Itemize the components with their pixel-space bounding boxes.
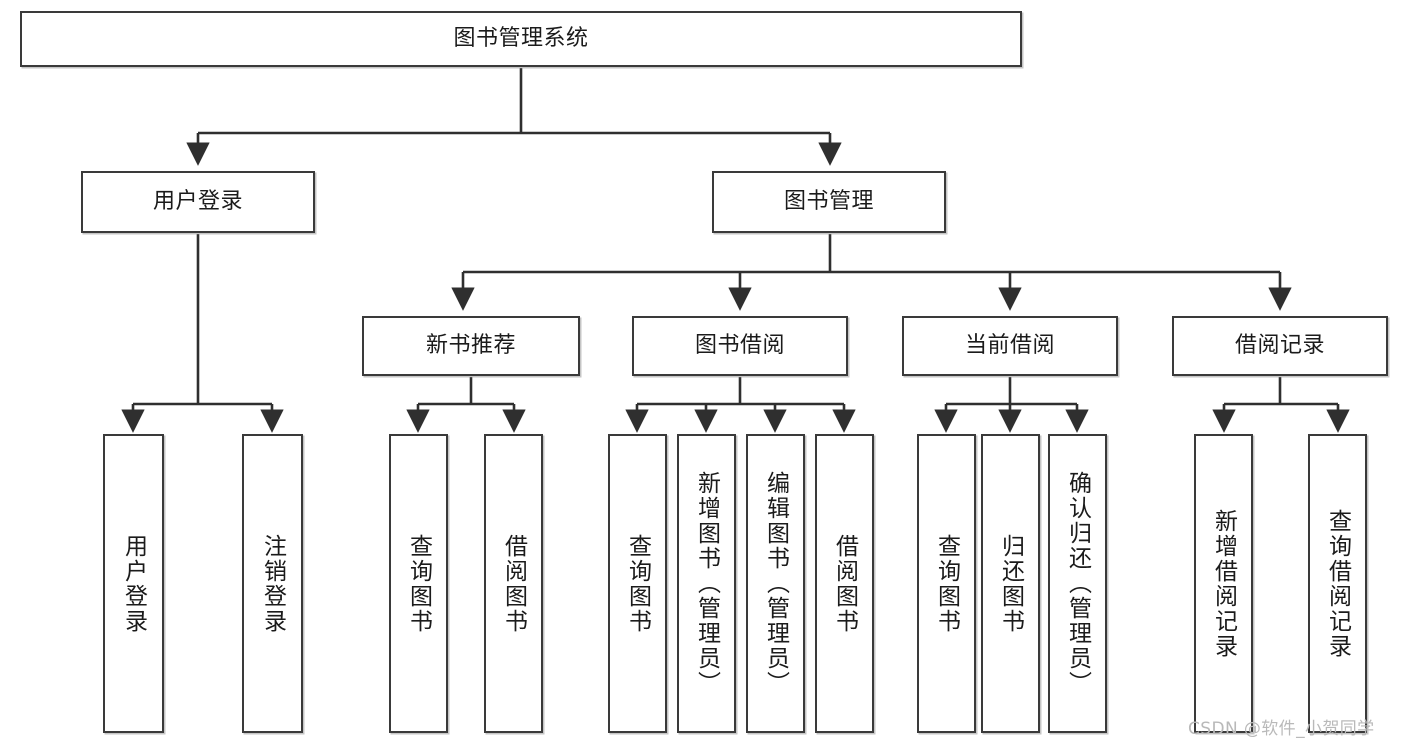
leaf-edit-book[interactable]: 编辑图书（管理员） [746, 434, 805, 733]
leaf-query-book-3[interactable]: 查询图书 [917, 434, 976, 733]
node-new-book-recommend[interactable]: 新书推荐 [362, 316, 580, 376]
leaf-query-book-2-label: 查询图书 [624, 533, 651, 634]
leaf-query-record-label: 查询借阅记录 [1324, 508, 1351, 659]
leaf-add-record[interactable]: 新增借阅记录 [1194, 434, 1253, 733]
node-current-borrow[interactable]: 当前借阅 [902, 316, 1118, 376]
leaf-query-book-1-label: 查询图书 [405, 533, 432, 634]
leaf-query-book-2[interactable]: 查询图书 [608, 434, 667, 733]
leaf-confirm-return[interactable]: 确认归还（管理员） [1048, 434, 1107, 733]
leaf-query-book-3-label: 查询图书 [933, 533, 960, 634]
leaf-logout-login-label: 注销登录 [259, 533, 286, 634]
node-new-book-recommend-label: 新书推荐 [425, 333, 516, 359]
leaf-user-login-label: 用户登录 [120, 533, 147, 634]
node-root-label: 图书管理系统 [453, 26, 589, 52]
leaf-borrow-book-2[interactable]: 借阅图书 [815, 434, 874, 733]
leaf-user-login[interactable]: 用户登录 [103, 434, 164, 733]
leaf-borrow-book-2-label: 借阅图书 [831, 533, 858, 634]
node-current-borrow-label: 当前借阅 [964, 333, 1055, 359]
node-user-login-label: 用户登录 [152, 189, 243, 215]
leaf-return-book-label: 归还图书 [997, 533, 1024, 634]
node-borrow-record-label: 借阅记录 [1234, 333, 1325, 359]
leaf-query-book-1[interactable]: 查询图书 [389, 434, 448, 733]
node-borrow-record[interactable]: 借阅记录 [1172, 316, 1388, 376]
leaf-add-book[interactable]: 新增图书（管理员） [677, 434, 736, 733]
leaf-add-record-label: 新增借阅记录 [1210, 508, 1237, 659]
leaf-query-record[interactable]: 查询借阅记录 [1308, 434, 1367, 733]
leaf-edit-book-label: 编辑图书（管理员） [762, 471, 789, 696]
node-book-manage-label: 图书管理 [783, 189, 874, 215]
node-root[interactable]: 图书管理系统 [20, 11, 1022, 67]
node-book-borrow[interactable]: 图书借阅 [632, 316, 848, 376]
leaf-borrow-book-1[interactable]: 借阅图书 [484, 434, 543, 733]
leaf-borrow-book-1-label: 借阅图书 [500, 533, 527, 634]
leaf-logout-login[interactable]: 注销登录 [242, 434, 303, 733]
leaf-return-book[interactable]: 归还图书 [981, 434, 1040, 733]
node-book-manage[interactable]: 图书管理 [712, 171, 946, 233]
node-book-borrow-label: 图书借阅 [694, 333, 785, 359]
leaf-confirm-return-label: 确认归还（管理员） [1064, 471, 1091, 696]
leaf-add-book-label: 新增图书（管理员） [693, 471, 720, 696]
node-user-login[interactable]: 用户登录 [81, 171, 315, 233]
